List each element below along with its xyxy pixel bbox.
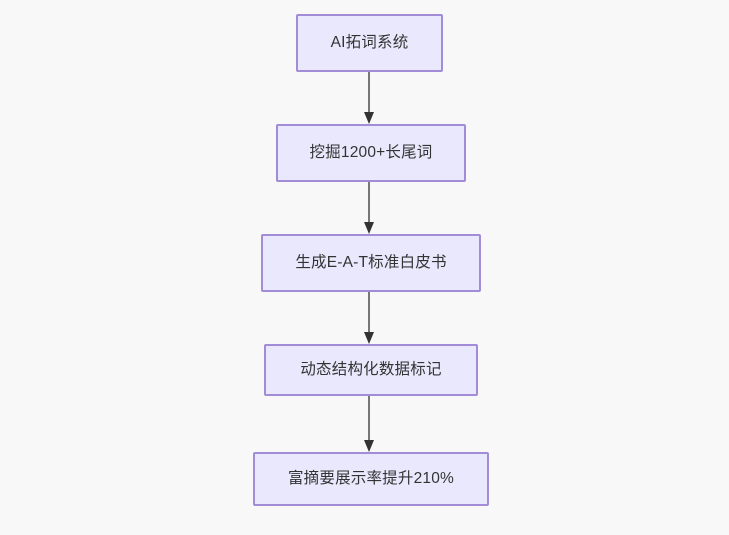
flow-node-label: 挖掘1200+长尾词 [309, 143, 433, 161]
edge-n4-n5 [364, 396, 374, 452]
flow-node-rich-snippet-result[interactable]: 富摘要展示率提升210% [253, 452, 489, 506]
flow-node-label: 生成E-A-T标准白皮书 [295, 253, 447, 271]
flow-node-label: 动态结构化数据标记 [300, 360, 442, 378]
flow-node-structured-data-markup[interactable]: 动态结构化数据标记 [264, 344, 478, 396]
flow-node-ai-keyword-system[interactable]: AI拓词系统 [296, 14, 443, 72]
edge-n1-n2 [364, 72, 374, 124]
flow-node-label: AI拓词系统 [330, 33, 409, 51]
flow-node-eat-whitepaper[interactable]: 生成E-A-T标准白皮书 [261, 234, 481, 292]
flow-node-label: 富摘要展示率提升210% [287, 469, 455, 487]
edge-n2-n3 [364, 182, 374, 234]
edge-n3-n4 [364, 292, 374, 344]
flow-node-longtail-keywords[interactable]: 挖掘1200+长尾词 [276, 124, 466, 182]
